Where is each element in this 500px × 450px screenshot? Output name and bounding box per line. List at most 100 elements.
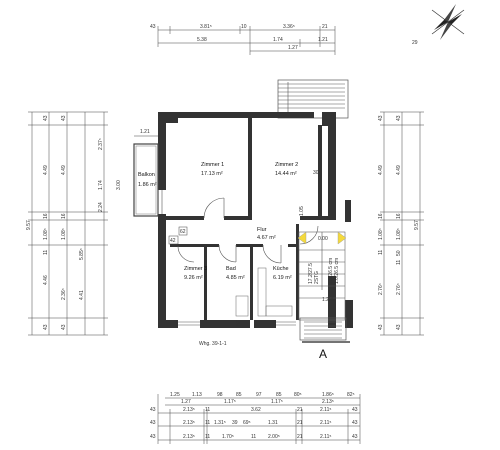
mark-1-21: 1.21 [140,129,150,135]
dim-left-b5: 2.36⁵ [61,288,67,300]
dim-left-d4: 2.24 [98,202,104,212]
dim-bottom-35: 11 [251,434,256,440]
dim-right-b5: 50 [396,250,402,256]
dim-left-d2: 1.74 [98,180,104,190]
dim-bottom-14: 43 [150,407,156,413]
bottom-dimension-lines [157,394,361,444]
dim-left-1: 43 [43,115,49,121]
dim-bottom-3: 98 [217,392,223,398]
dim-top-1: 43 [150,24,156,30]
dim-right-6: 2.76⁵ [378,283,384,295]
dim-bottom-18: 21 [297,407,303,413]
stair-note-4: 1.0/26.5 cm [334,258,340,284]
mark-62: 62 [180,229,186,235]
dim-bottom-22: 2.13⁵ [183,420,195,426]
dim-bottom-31: 43 [150,434,156,440]
dim-bottom-27: 1.31 [268,420,278,426]
dim-bottom-39: 43 [352,434,358,440]
room-area-zimmer2: 14.44 m² [275,171,297,177]
dim-bottom-24: 1.31⁵ [214,420,226,426]
dim-right-7: 43 [378,324,384,330]
dim-left-6: 4.46 [43,275,49,285]
dim-top-9: 1.27 [288,45,298,51]
dim-bottom-34: 1.70⁵ [222,434,234,440]
dim-right-b3: 16 [396,213,402,219]
dim-bottom-29: 2.11⁵ [320,420,331,426]
room-name-kueche: Küche [273,266,289,272]
dim-bottom-30: 43 [352,420,358,426]
room-name-zimmer2: Zimmer 2 [275,162,298,168]
dim-right-b2: 4.49 [396,165,402,175]
dim-left-b2: 4.49 [61,165,67,175]
room-name-balkon: Balkon [138,172,155,178]
room-name-zimmer3: Zimmer 3 [184,266,207,272]
dim-bottom-7: 80⁵ [294,392,302,398]
dim-right-b6: 11 [396,260,402,265]
dim-left-7: 43 [43,324,49,330]
room-name-bad: Bad [226,266,236,272]
right-dimension-lines [380,111,424,336]
dim-bottom-21: 43 [150,420,156,426]
dim-left-d1: 2.37⁵ [98,138,104,150]
room-area-kueche: 6.19 m² [273,275,292,281]
dim-bottom-20: 43 [352,407,358,413]
dim-right-5: 11 [378,250,384,255]
stair-note-2: 2STG [314,271,320,284]
dim-left-d3: 3.00 [116,180,122,190]
dim-right-4: 1.08⁵ [378,228,384,240]
room-name-flur: Flur [257,227,267,233]
top-dimension-lines [157,26,336,55]
dim-bottom-9: 82⁵ [347,392,355,398]
dim-left-total: 9.57 [26,220,32,230]
dim-top-3: 10 [241,24,247,30]
kitchen-fixtures [257,267,293,317]
dim-right-b7: 2.76⁵ [396,283,402,295]
dim-top-4: 3.36⁵ [283,24,295,30]
dim-left-c2: 5.85⁵ [79,248,85,260]
left-dimension-lines [28,111,108,336]
dim-bottom-13: 2.13⁵ [322,399,334,405]
dim-bottom-2: 1.13 [192,392,202,398]
dim-bottom-28: 21 [297,420,303,426]
dim-bottom-32: 2.13⁵ [183,434,195,440]
dim-top-2: 3.81⁵ [200,24,212,30]
room-name-zimmer1: Zimmer 1 [201,162,224,168]
stairwell [297,231,350,343]
dim-left-b6: 43 [61,324,67,330]
mark-92: 92 [236,320,242,326]
exterior-walls [158,112,353,328]
dim-bottom-37: 21 [297,434,303,440]
dim-bottom-12: 1.17⁵ [271,399,283,405]
dim-bottom-15: 2.13⁵ [183,407,195,413]
balcony [133,143,159,217]
north-label: 29 [412,40,418,46]
section-marker: A [319,347,327,361]
dim-bottom-11: 1.17⁵ [224,399,236,405]
dim-right-3: 16 [378,213,384,219]
dim-top-7: 1.74 [273,37,283,43]
dim-left-3: 16 [43,213,49,219]
bath-fixtures [235,295,249,317]
dim-left-b4: 1.08⁵ [61,228,67,240]
dim-left-4: 1.08⁵ [43,228,49,240]
dim-bottom-38: 2.11⁵ [320,434,331,440]
mark-30: 30 [313,170,319,176]
dim-left-b1: 43 [61,115,67,121]
dim-bottom-33: 11 [205,434,210,440]
dim-top-8: 1.21 [318,37,328,43]
dim-bottom-26: 69⁵ [243,420,251,426]
stair-note-3: 1.0/26.5 cm [328,258,334,284]
dim-bottom-25: 39 [232,420,238,426]
room-area-zimmer1: 17.13 m² [201,171,223,177]
dim-right-b1: 43 [396,115,402,121]
dim-bottom-23: 11 [205,420,210,426]
unit-label: Whg. 39-1-1 [199,341,227,347]
room-area-flur: 4.67 m² [257,235,276,241]
dim-bottom-5: 97 [256,392,262,398]
dim-bottom-4: 85 [236,392,242,398]
dim-bottom-19: 2.11⁵ [320,407,331,413]
doors-windows [157,190,319,326]
dim-right-1: 43 [378,115,384,121]
dim-bottom-8: 1.86⁵ [322,392,334,398]
